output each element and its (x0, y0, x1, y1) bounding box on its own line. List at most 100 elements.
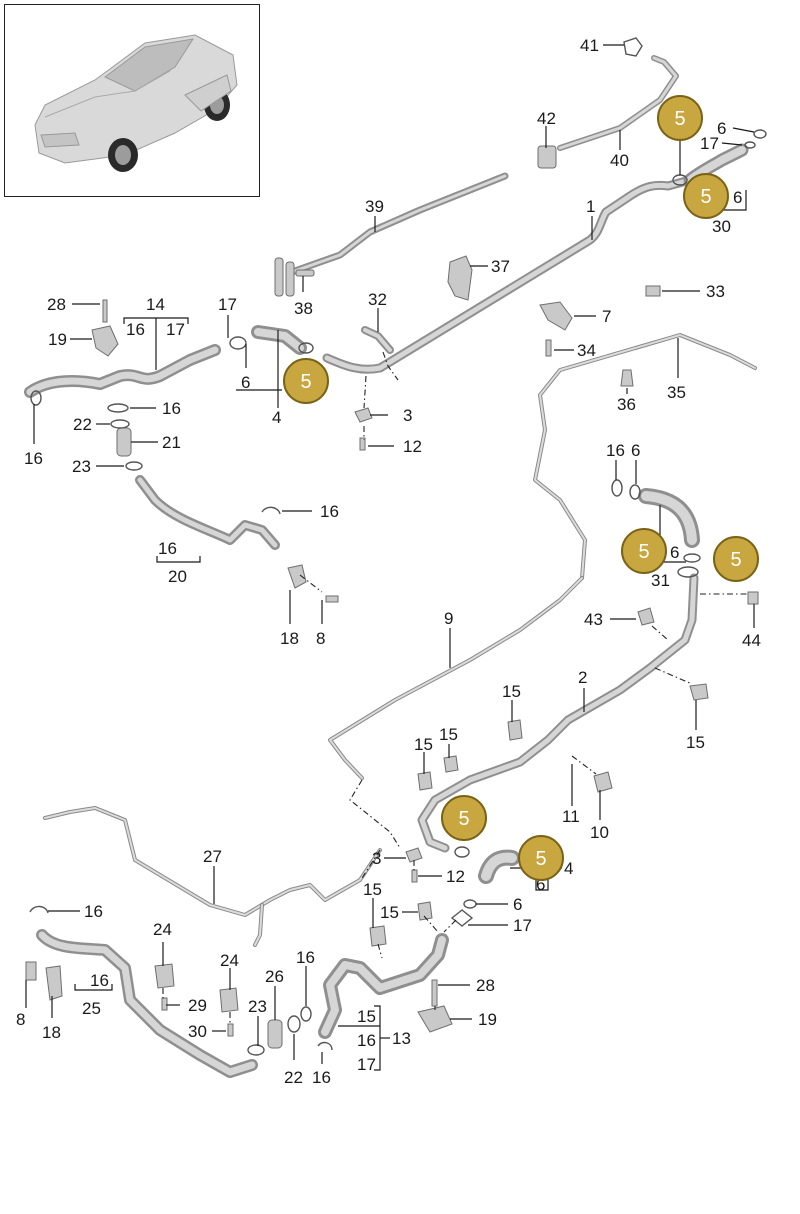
leader-lines (25, 44, 755, 1071)
callout-4b: 4 (564, 859, 573, 878)
callout-3a: 3 (403, 406, 412, 425)
callout-26: 26 (265, 967, 284, 986)
hose-13 (318, 933, 449, 1039)
callout-17a: 17 (700, 134, 719, 153)
callout-17d: 17 (513, 916, 532, 935)
callout-12a: 12 (403, 437, 422, 456)
callout-17b: 17 (166, 320, 185, 339)
callout-16a: 16 (126, 320, 145, 339)
callout-11: 11 (562, 807, 580, 826)
pipe-1 (322, 175, 695, 374)
callout-15c: 15 (414, 735, 433, 754)
badge-5-right-b: 5 (713, 536, 759, 582)
hose-4-lower (478, 849, 520, 884)
callout-8b: 8 (16, 1010, 25, 1029)
callout-25: 25 (82, 999, 101, 1018)
callout-31: 31 (651, 571, 670, 590)
callout-3b: 3 (372, 849, 381, 868)
callout-34: 34 (577, 341, 596, 360)
callout-20: 20 (168, 567, 187, 586)
callout-28b: 28 (476, 976, 495, 995)
callout-2: 2 (578, 668, 587, 687)
callout-17e: 17 (357, 1055, 376, 1074)
callout-32: 32 (368, 290, 387, 309)
callout-16b: 16 (162, 399, 181, 418)
callout-7: 7 (602, 307, 611, 326)
callout-16g: 16 (84, 902, 103, 921)
callout-15e: 15 (363, 880, 382, 899)
callout-15a: 15 (502, 682, 521, 701)
callout-16k: 16 (312, 1068, 331, 1087)
assembly-lines (162, 351, 748, 1024)
badge-5-lower-b: 5 (518, 835, 564, 881)
line-9 (328, 576, 584, 780)
callout-41: 41 (580, 36, 599, 55)
callout-15f: 15 (380, 903, 399, 922)
callout-18a: 18 (280, 629, 299, 648)
pipe-40 (557, 55, 679, 151)
callout-9: 9 (444, 609, 453, 628)
callout-6a: 6 (717, 119, 726, 138)
svg-text:5: 5 (700, 186, 711, 208)
hose-4 (251, 325, 307, 355)
callout-19a: 19 (48, 330, 67, 349)
svg-text:5: 5 (535, 848, 546, 870)
callout-15b: 15 (439, 725, 458, 744)
hose-25 (36, 929, 258, 1078)
callout-16c: 16 (24, 449, 43, 468)
callout-13: 13 (392, 1029, 411, 1048)
svg-text:5: 5 (458, 808, 469, 830)
callout-6e: 6 (670, 543, 679, 562)
callout-24b: 24 (220, 951, 239, 970)
svg-text:5: 5 (638, 541, 649, 563)
callout-16e: 16 (320, 502, 339, 521)
badge-5-right-a: 5 (621, 528, 667, 574)
callout-6b: 6 (733, 188, 742, 207)
callout-43: 43 (584, 610, 603, 629)
line-27 (43, 806, 382, 947)
callout-19b: 19 (478, 1010, 497, 1029)
callout-16j: 16 (357, 1031, 376, 1050)
badge-5-left: 5 (283, 358, 329, 404)
callout-29: 29 (188, 996, 207, 1015)
hose-20 (135, 475, 280, 550)
callout-14: 14 (146, 295, 165, 314)
hose-31 (638, 488, 700, 548)
small-parts (25, 37, 767, 1056)
callout-22a: 22 (73, 415, 92, 434)
svg-text:5: 5 (730, 549, 741, 571)
callout-38: 38 (294, 299, 313, 318)
callout-16h: 16 (296, 948, 315, 967)
callout-16f: 16 (158, 539, 177, 558)
svg-text:5: 5 (674, 108, 685, 130)
hose-14 (24, 344, 221, 398)
badge-5-lower-a: 5 (441, 795, 487, 841)
callout-27: 27 (203, 847, 222, 866)
callout-30b: 30 (188, 1022, 207, 1041)
svg-text:5: 5 (300, 371, 311, 393)
line-35 (533, 333, 757, 580)
callout-6f: 6 (536, 875, 545, 894)
callout-16d: 16 (606, 441, 625, 460)
callout-6c: 6 (241, 373, 250, 392)
callout-40: 40 (610, 151, 629, 170)
callout-labels: 41 42 40 6 17 6 30 39 1 37 38 33 28 14 1… (16, 36, 761, 1087)
car-thumbnail (34, 34, 238, 172)
callout-6g: 6 (513, 895, 522, 914)
callout-18b: 18 (42, 1023, 61, 1042)
callout-24a: 24 (153, 920, 172, 939)
callout-22b: 22 (284, 1068, 303, 1087)
callout-37: 37 (491, 257, 510, 276)
badge-5-top-right: 5 (657, 95, 703, 141)
callout-39: 39 (365, 197, 384, 216)
callout-44: 44 (742, 631, 761, 650)
callout-10: 10 (590, 823, 609, 842)
callout-28a: 28 (47, 295, 66, 314)
callout-1: 1 (586, 197, 595, 216)
hose-32 (361, 326, 394, 354)
callout-36: 36 (617, 395, 636, 414)
pipe-2 (417, 573, 699, 853)
pipe-39 (288, 172, 509, 276)
